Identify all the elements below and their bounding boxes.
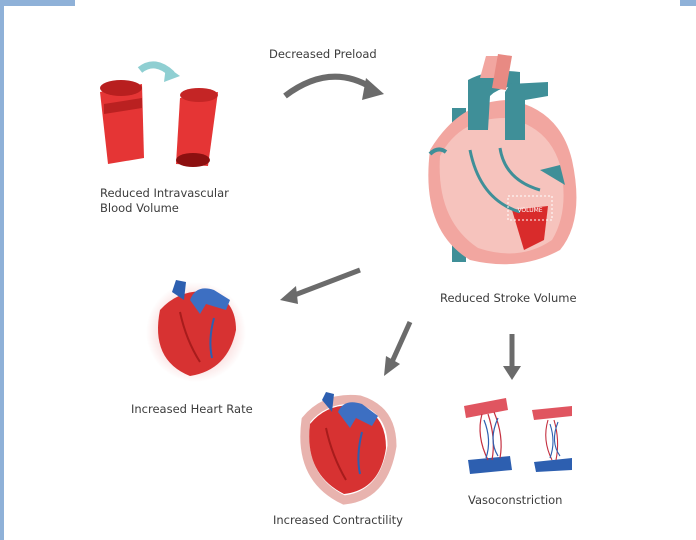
arrow-to-contractility-icon xyxy=(392,322,410,362)
vasoconstriction-illustration xyxy=(464,398,572,474)
ventricle-volume-label: VOLUME xyxy=(517,207,542,214)
contractility-illustration xyxy=(305,392,392,500)
increased-heart-rate-label: Increased Heart Rate xyxy=(131,402,253,417)
reduced-stroke-volume-label: Reduced Stroke Volume xyxy=(440,291,577,306)
preload-curved-arrow-icon xyxy=(285,77,372,96)
capillary-bed-left xyxy=(464,398,512,474)
vessel-right xyxy=(176,88,218,167)
teal-arrowhead-icon xyxy=(164,66,180,82)
heart-rate-illustration xyxy=(146,280,246,382)
increased-contractility-label: Increased Contractility xyxy=(273,513,403,528)
arrowhead-heart-rate-icon xyxy=(280,286,298,304)
arrow-to-heart-rate-icon xyxy=(292,270,360,296)
reduced-volume-label-line1: Reduced Intravascular xyxy=(100,186,229,201)
capillary-bed-right xyxy=(532,406,572,472)
reduced-volume-label-line2: Blood Volume xyxy=(100,201,179,216)
arrowhead-vasoconstriction-icon xyxy=(503,366,521,380)
blood-vessels-illustration xyxy=(100,65,218,167)
vessel-left xyxy=(100,80,144,164)
decreased-preload-label: Decreased Preload xyxy=(269,47,377,62)
heart-cross-section-illustration: VOLUME xyxy=(428,54,576,264)
vasoconstriction-label: Vasoconstriction xyxy=(468,493,562,508)
